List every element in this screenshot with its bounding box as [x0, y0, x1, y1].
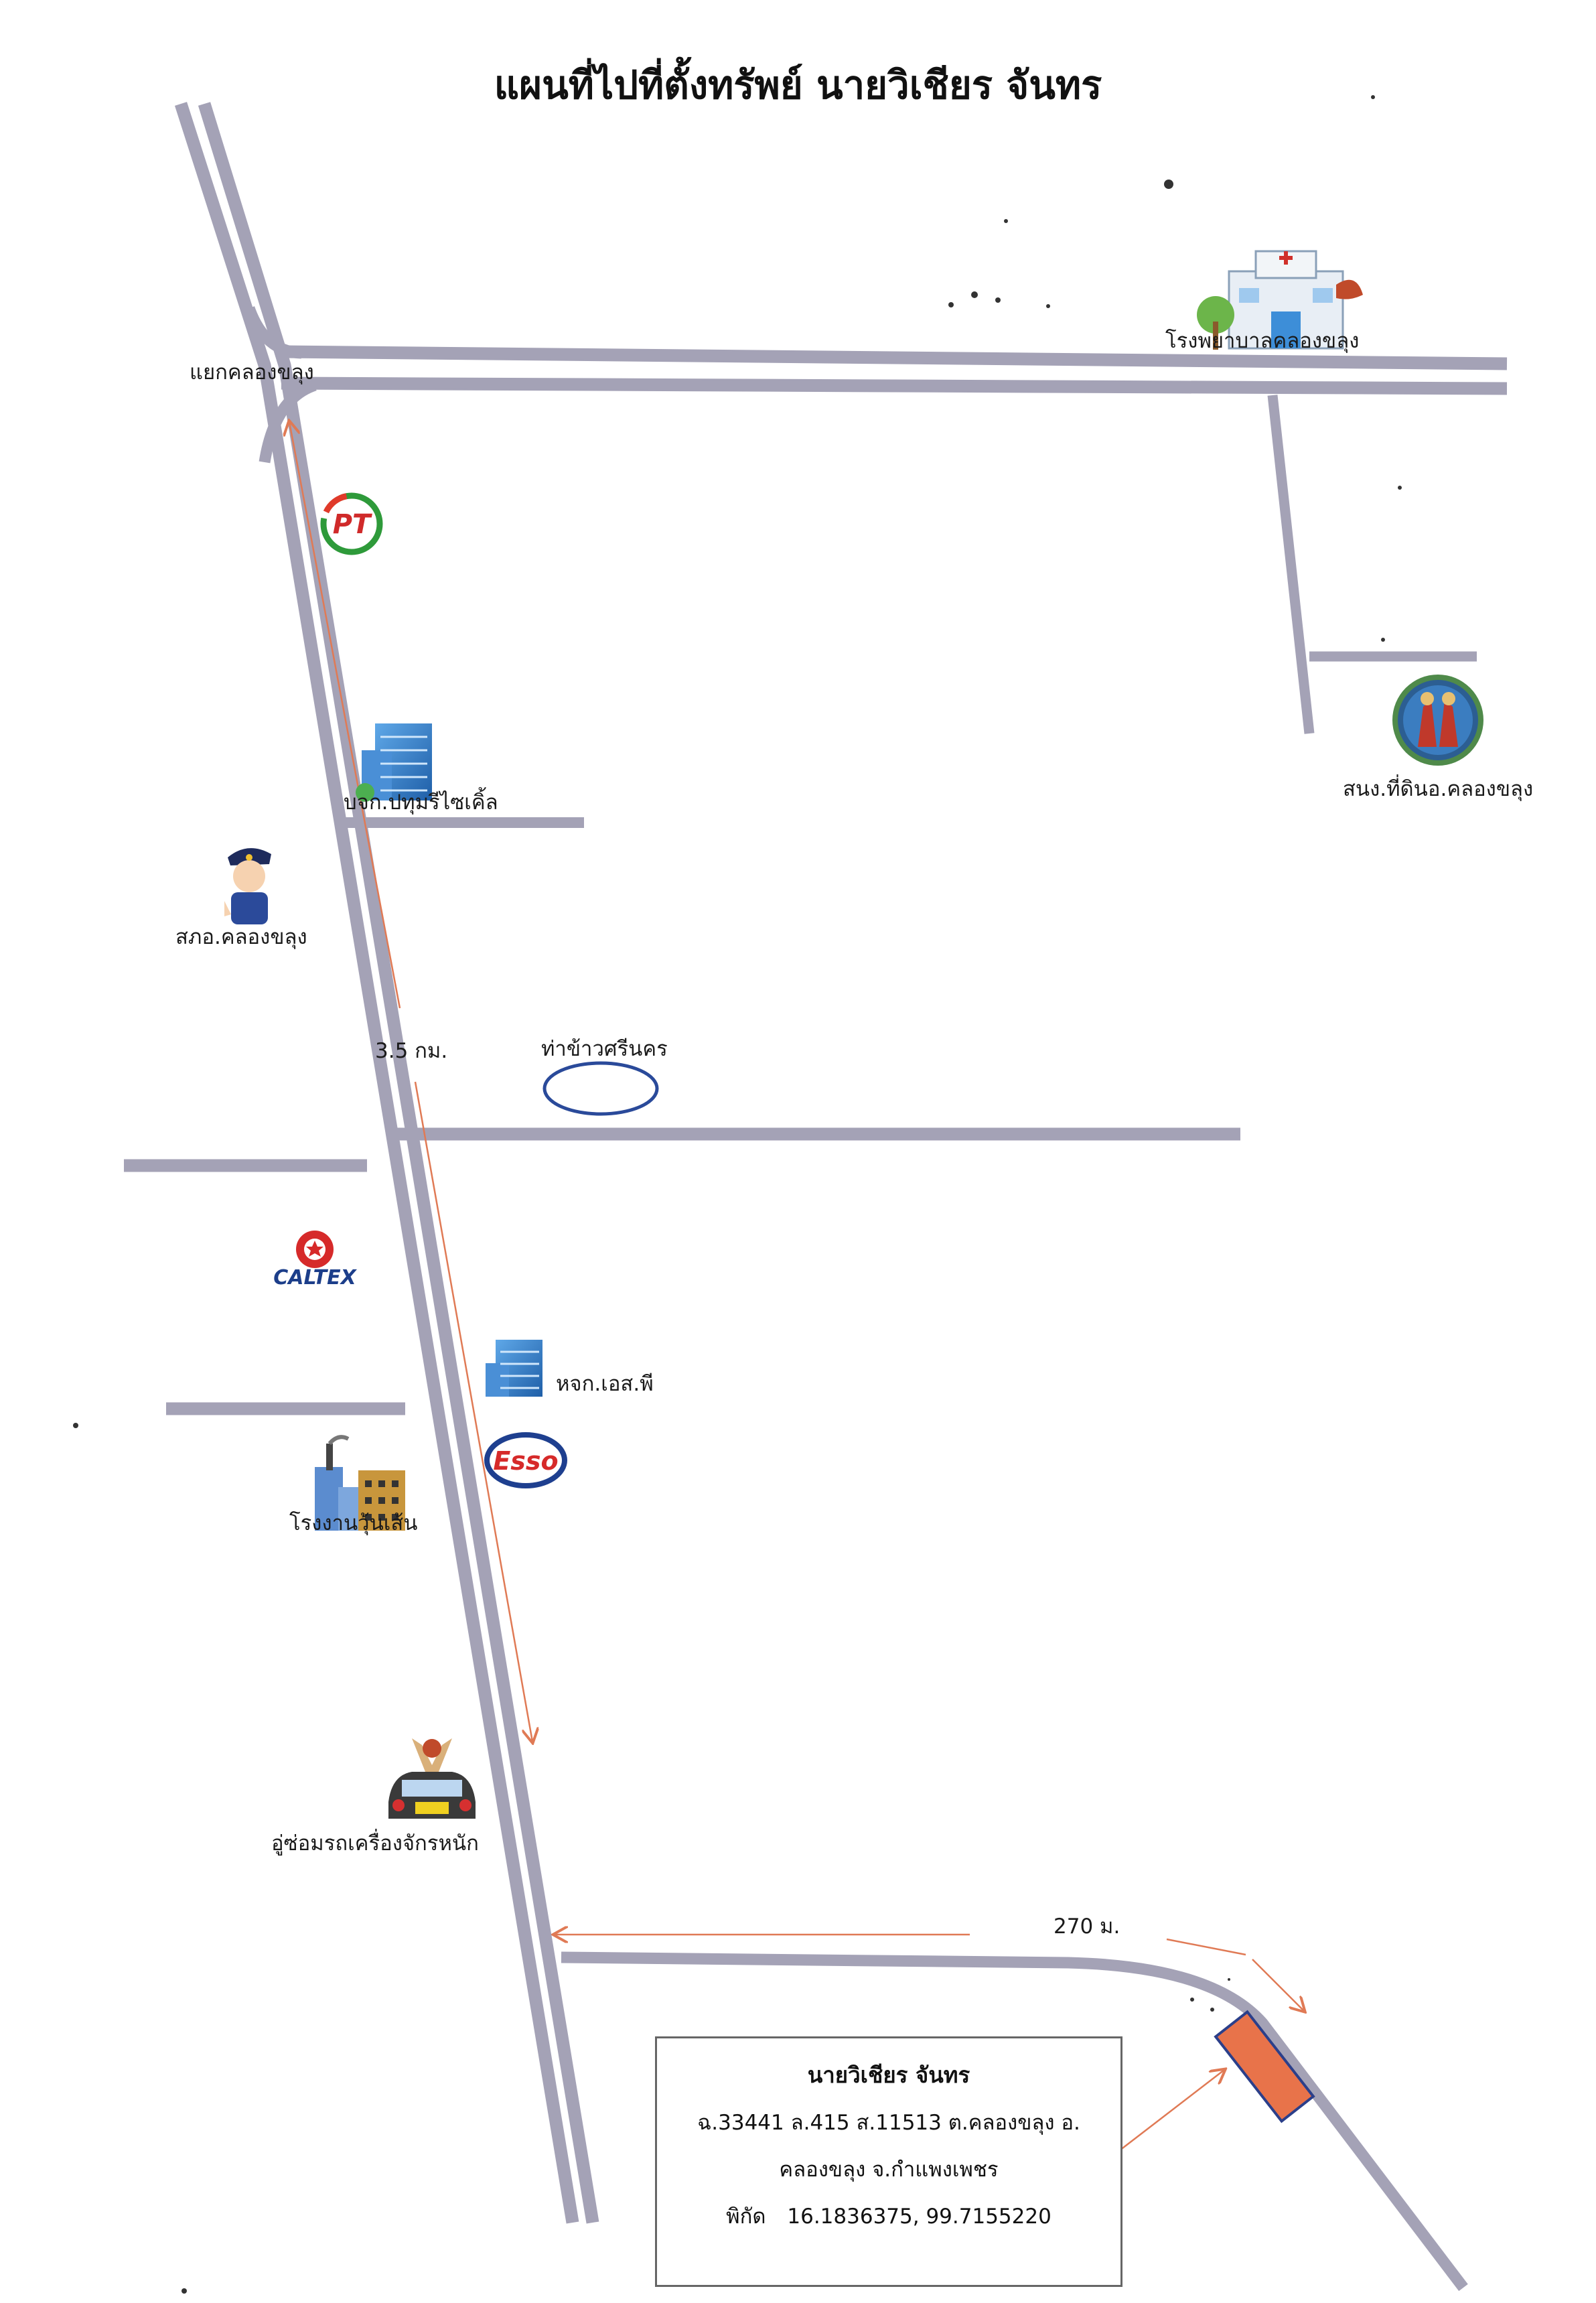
map-title: แผนที่ไปที่ตั้งทรัพย์ นายวิเชียร จันทร	[494, 62, 1102, 108]
main-road-left-lane	[174, 102, 579, 2224]
route-arrow-box	[1119, 2070, 1224, 2151]
esso-logo-icon: Esso	[484, 1432, 567, 1488]
sp-label: หจก.เอส.พี	[556, 1372, 654, 1396]
esso-logo-text: Esso	[493, 1446, 558, 1476]
land-office-label: สนง.ที่ดินอ.คลองขลุง	[1343, 777, 1534, 801]
property-info-box: นายวิเชียร จันทร ฉ.33441 ล.415 ส.11513 ต…	[655, 2036, 1122, 2287]
top-road-lower	[281, 376, 1508, 395]
office-building-icon	[356, 723, 432, 802]
coordinates-value: 16.1836375, 99.7155220	[787, 2205, 1051, 2229]
pt-logo-text: PT	[333, 509, 372, 540]
main-road-right-lane	[198, 102, 599, 2224]
route-arrow-south	[414, 1081, 532, 1742]
garage-label: อู่ซ่อมรถเครื่องจักรหนัก	[271, 1831, 479, 1856]
top-road-upper	[281, 345, 1508, 370]
caltex-logo-text: CALTEX	[273, 1266, 357, 1289]
deed-line-1: ฉ.33441 ล.415 ส.11513 ต.คลองขลุง อ.	[697, 2111, 1080, 2135]
road-network	[124, 102, 1508, 2292]
scan-specks	[73, 95, 1402, 2294]
property-road	[561, 1951, 1468, 2292]
deed-line-2: คลองขลุง จ.กำแพงเพชร	[779, 2158, 999, 2182]
garage-icon	[388, 1738, 476, 1819]
factory-icon	[315, 1435, 405, 1531]
police-label: สภอ.คลองขลุง	[175, 925, 307, 949]
office-building-icon	[486, 1340, 542, 1397]
coordinates-label: พิกัด	[726, 2205, 766, 2229]
junction-curve-lower	[259, 379, 317, 464]
route-arrow-turn-1	[1166, 1938, 1246, 1956]
route-arrows	[289, 422, 1304, 2151]
rice-port-marker	[542, 1061, 659, 1116]
route-arrow-turn-2	[1252, 1959, 1304, 2011]
coordinates-line: พิกัด 16.1836375, 99.7155220	[657, 2199, 1120, 2233]
junction-curve-upper	[243, 306, 302, 359]
caltex-logo-icon: CALTEX	[273, 1231, 358, 1289]
rice-port-label: ท่าข้าวศรีนคร	[541, 1037, 668, 1061]
hospital-label: โรงพยาบาลคลองขลุง	[1165, 329, 1360, 353]
hospital-icon	[1197, 250, 1363, 350]
distance-side-label: 270 ม.	[1054, 1914, 1120, 1939]
land-office-road	[1267, 395, 1315, 734]
police-icon	[224, 848, 271, 924]
distance-main-label: 3.5 กม.	[375, 1039, 448, 1063]
junction-label: แยกคลองขลุง	[190, 360, 314, 385]
property-plot-icon	[1214, 2010, 1315, 2123]
pt-logo-icon: PT	[320, 492, 383, 555]
route-arrow-north	[289, 422, 401, 1009]
noodle-factory-label: โรงงานวุ้นเส้น	[289, 1511, 418, 1535]
pathum-label: บจก.ปทุมรีไซเคิ้ล	[344, 790, 498, 815]
owner-name: นายวิเชียร จันทร	[807, 2062, 970, 2088]
land-office-seal-icon	[1392, 675, 1483, 766]
